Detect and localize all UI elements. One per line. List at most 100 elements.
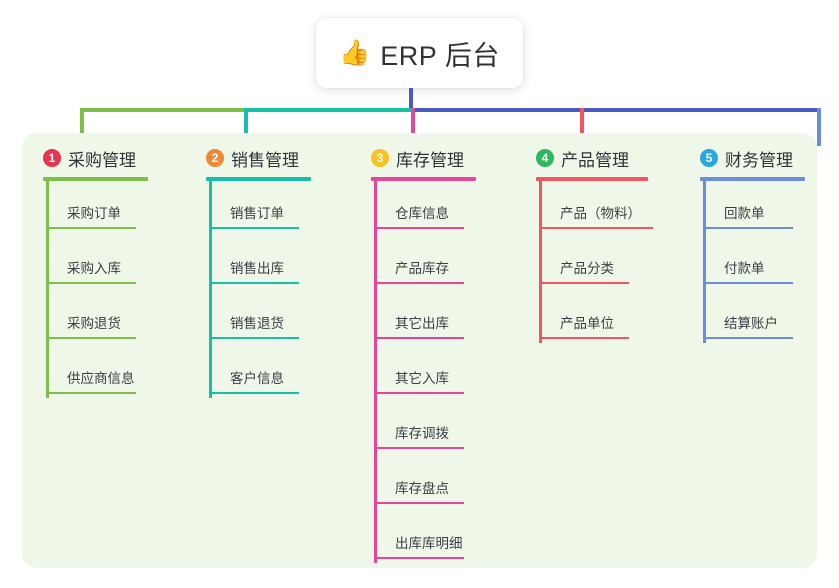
menu-item[interactable]: 产品分类 (536, 236, 684, 291)
menu-item-underline (48, 227, 136, 229)
column-销售管理: 2 销售管理销售订单销售出库销售退货客户信息 (206, 146, 354, 401)
column-spine (539, 181, 542, 343)
menu-item-underline (376, 282, 464, 284)
menu-item-label: 采购入库 (67, 261, 121, 276)
column-header[interactable]: 3 库存管理 (371, 146, 519, 170)
column-underline (700, 177, 805, 181)
menu-item[interactable]: 库存盘点 (371, 456, 519, 511)
menu-item[interactable]: 其它出库 (371, 291, 519, 346)
column-产品管理: 4 产品管理产品（物料） 产品分类产品单位 (536, 146, 684, 346)
menu-item-underline (376, 392, 464, 394)
column-库存管理: 3 库存管理仓库信息产品库存其它出库其它入库库存调拨库存盘点出库库明细 (371, 146, 519, 566)
menu-item[interactable]: 产品（物料） (536, 181, 684, 236)
column-header[interactable]: 1 采购管理 (43, 146, 188, 170)
menu-item-label: 回款单 (724, 206, 765, 221)
column-title: 财务管理 (725, 150, 793, 170)
column-index-badge: 2 (206, 149, 224, 167)
menu-item-label: 产品单位 (560, 316, 614, 331)
column-header[interactable]: 2 销售管理 (206, 146, 354, 170)
menu-item-label: 客户信息 (230, 371, 284, 386)
menu-item[interactable]: 回款单 (700, 181, 820, 236)
menu-item-underline (376, 337, 464, 339)
menu-item-underline (48, 392, 136, 394)
menu-item-label: 库存调拨 (395, 426, 449, 441)
column-underline (371, 177, 476, 181)
menu-item[interactable]: 采购退货 (43, 291, 188, 346)
column-index-badge: 3 (371, 149, 389, 167)
menu-item[interactable]: 采购入库 (43, 236, 188, 291)
menu-item[interactable]: 库存调拨 (371, 401, 519, 456)
column-header[interactable]: 5 财务管理 (700, 146, 820, 170)
menu-item[interactable]: 其它入库 (371, 346, 519, 401)
menu-item[interactable]: 销售出库 (206, 236, 354, 291)
column-index-badge: 4 (536, 149, 554, 167)
menu-item-underline (705, 282, 793, 284)
menu-item[interactable]: 付款单 (700, 236, 820, 291)
diagram-panel (22, 133, 817, 568)
column-items: 采购订单采购入库采购退货供应商信息 (43, 181, 188, 401)
menu-item-underline (48, 282, 136, 284)
thumbs-up-icon: 👍 (339, 38, 371, 67)
segment-green (80, 108, 244, 112)
menu-item-label: 出库库明细 (395, 536, 463, 551)
menu-item-underline (705, 337, 793, 339)
drop-col-5 (817, 108, 821, 146)
menu-item-underline (48, 337, 136, 339)
column-underline (206, 177, 311, 181)
menu-item-underline (705, 227, 793, 229)
drop-col-1 (80, 108, 84, 146)
menu-item-underline (541, 282, 629, 284)
menu-item-label: 产品库存 (395, 261, 449, 276)
segment-blue (411, 108, 820, 112)
column-index-badge: 5 (700, 149, 718, 167)
menu-item-label: 库存盘点 (395, 481, 449, 496)
menu-item-underline (541, 227, 653, 229)
menu-item-label: 采购订单 (67, 206, 121, 221)
column-index-badge: 1 (43, 149, 61, 167)
column-items: 销售订单销售出库销售退货客户信息 (206, 181, 354, 401)
menu-item-label: 销售出库 (230, 261, 284, 276)
menu-item-label: 供应商信息 (67, 371, 135, 386)
menu-item-underline (376, 447, 464, 449)
drop-col-3 (411, 108, 415, 146)
drop-col-4 (580, 108, 584, 146)
column-items: 回款单付款单结算账户 (700, 181, 820, 346)
menu-item[interactable]: 结算账户 (700, 291, 820, 346)
column-title: 销售管理 (231, 150, 299, 170)
column-items: 产品（物料） 产品分类产品单位 (536, 181, 684, 346)
menu-item-underline (376, 557, 464, 559)
column-items: 仓库信息产品库存其它出库其它入库库存调拨库存盘点出库库明细 (371, 181, 519, 566)
column-header[interactable]: 4 产品管理 (536, 146, 684, 170)
menu-item-underline (211, 337, 299, 339)
menu-item-underline (376, 227, 464, 229)
column-underline (43, 177, 148, 181)
menu-item-label: 付款单 (724, 261, 765, 276)
menu-item-label: 仓库信息 (395, 206, 449, 221)
menu-item-label: 其它出库 (395, 316, 449, 331)
menu-item[interactable]: 供应商信息 (43, 346, 188, 401)
menu-item[interactable]: 产品库存 (371, 236, 519, 291)
menu-item-label: 产品分类 (560, 261, 614, 276)
menu-item-underline (211, 282, 299, 284)
menu-item[interactable]: 产品单位 (536, 291, 684, 346)
menu-item[interactable]: 采购订单 (43, 181, 188, 236)
menu-item[interactable]: 出库库明细 (371, 511, 519, 566)
menu-item-underline (211, 227, 299, 229)
column-title: 库存管理 (396, 150, 464, 170)
menu-item-label: 其它入库 (395, 371, 449, 386)
menu-item-label: 产品（物料） (560, 206, 641, 221)
menu-item-underline (376, 502, 464, 504)
title-card[interactable]: 👍 ERP 后台 (316, 18, 523, 88)
menu-item-label: 采购退货 (67, 316, 121, 331)
column-title: 产品管理 (561, 150, 629, 170)
menu-item[interactable]: 销售订单 (206, 181, 354, 236)
column-财务管理: 5 财务管理回款单付款单结算账户 (700, 146, 820, 346)
menu-item[interactable]: 客户信息 (206, 346, 354, 401)
column-spine (703, 181, 706, 343)
menu-item[interactable]: 仓库信息 (371, 181, 519, 236)
trunk-line (409, 88, 413, 112)
menu-item[interactable]: 销售退货 (206, 291, 354, 346)
column-spine (46, 181, 49, 398)
column-title: 采购管理 (68, 150, 136, 170)
